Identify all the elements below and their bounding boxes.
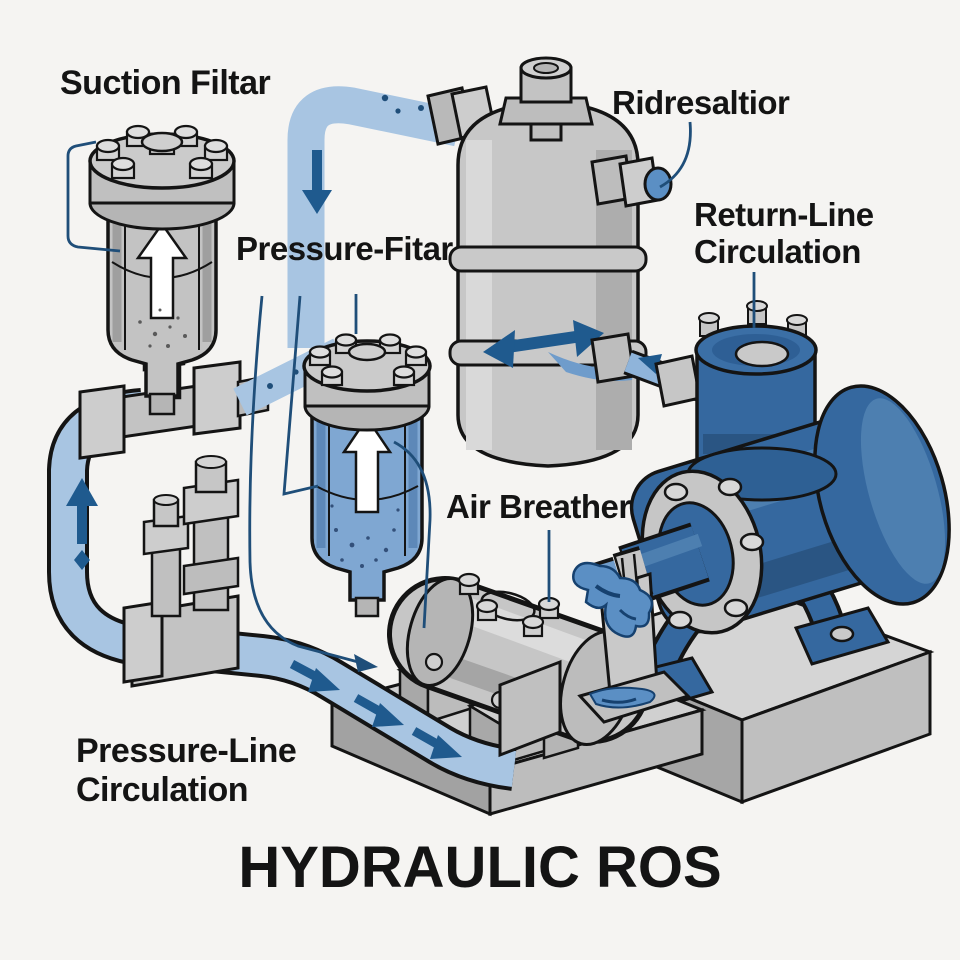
reservoir-upper-port [590,154,673,208]
reservoir [426,56,673,468]
page-title: HYDRAULIC ROS [238,835,722,900]
cap-bolts [95,124,229,180]
label-pressure-line-2: Circulation [76,771,249,809]
flow-arrow-up-icon [66,478,98,570]
flow-arrow-right-icon [289,660,462,759]
label-reservoir: Ridresaltior [612,84,790,121]
reservoir-cap [498,56,594,142]
filter-speckles [138,308,187,348]
blue-pump [590,300,951,718]
suction-filter [88,124,236,416]
flow-arrow-up-icon [135,221,189,320]
label-air-breather: Air Breather [446,488,631,525]
valve-block [122,455,240,688]
pressure-line-pipe [179,626,562,791]
flow-arrow-up-icon [341,415,393,514]
pump-stud [457,572,561,638]
reservoir-callout [659,121,692,189]
label-return-line-1: Return-Line [694,196,874,233]
pump-end-cap [813,384,951,606]
return-pipe [590,332,713,408]
filter-speckles [330,504,400,568]
fluid-spill [572,561,654,638]
pressure-filter [302,333,432,618]
flow-arrow-down-icon [302,150,332,214]
callout-lines [66,121,756,665]
label-return-line-2: Circulation [694,233,861,270]
label-suction-filter: Suction Filtar [60,64,271,102]
suction-filter-callout [66,140,121,253]
pressure-filter-callout-left [282,295,319,496]
cap-bolts [308,333,428,387]
label-pressure-line-1: Pressure-Line [76,732,297,770]
pressure-filter-callout-right [393,440,432,629]
callout-arrowhead-icon [354,654,378,672]
top-pipe [287,86,462,348]
pressure-filter-callout-long [248,295,363,665]
label-pressure-filter: Pressure-Fitar [236,230,453,267]
